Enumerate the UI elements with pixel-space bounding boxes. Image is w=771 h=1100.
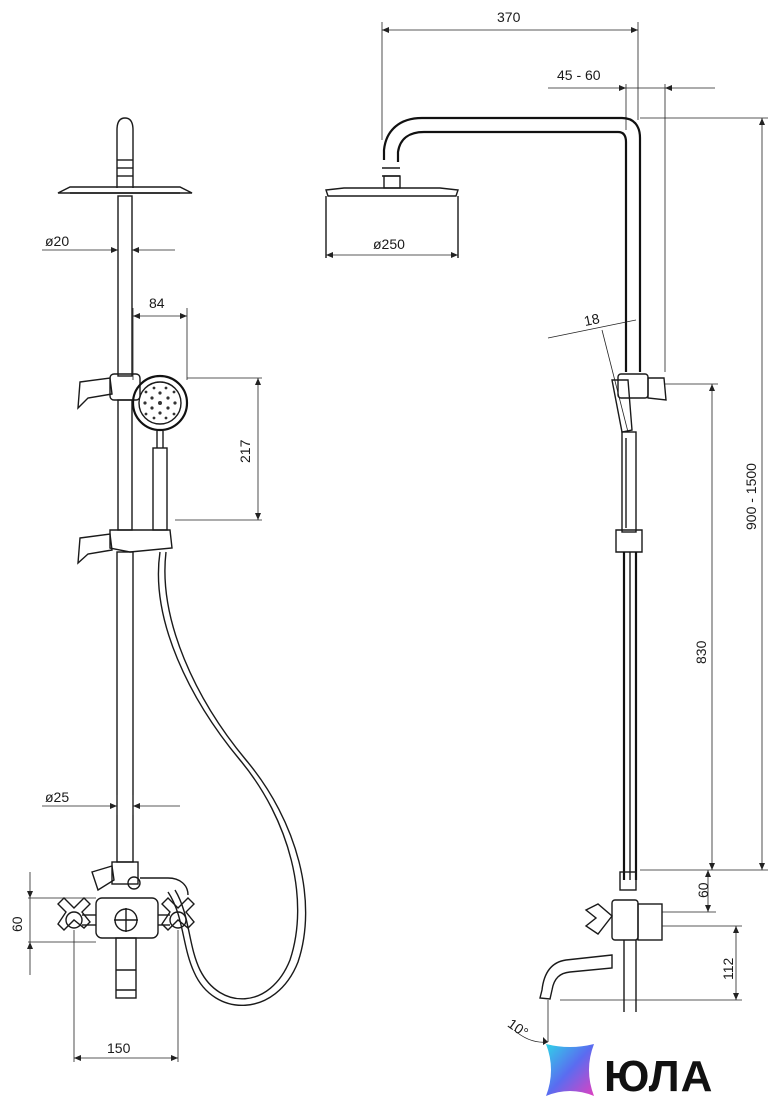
spout-front xyxy=(115,937,137,999)
hand-shower-head xyxy=(131,374,189,432)
dim-holder-spacing-label: 217 xyxy=(237,439,253,463)
side-spout xyxy=(539,954,613,1000)
upper-holder-knob xyxy=(77,377,113,410)
upper-holder xyxy=(109,373,141,401)
side-mixer-body xyxy=(611,899,639,941)
shower-hose xyxy=(157,551,299,1000)
dim-spout-angle-label: 10° xyxy=(505,1015,532,1040)
dim-mixer-height-label: 60 xyxy=(9,916,25,932)
side-hand-shower-handle xyxy=(621,431,637,533)
dim-holder-angle-label: 18 xyxy=(582,310,601,329)
top-cap xyxy=(116,117,134,188)
left-cross-handle xyxy=(57,897,96,931)
side-hand-shower-head xyxy=(611,379,633,433)
lower-holder xyxy=(109,529,173,553)
side-upper-holder xyxy=(617,373,649,399)
dim-mixer-width-label: 150 xyxy=(107,1040,131,1056)
mixer-body xyxy=(95,897,159,939)
diverter-body xyxy=(111,861,139,885)
dim-total-height-label: 900 - 1500 xyxy=(743,463,759,530)
hand-shower-handle xyxy=(152,447,168,531)
lower-holder-knob xyxy=(77,533,113,565)
hose-connector xyxy=(140,877,189,896)
brand-logo: ЮЛА xyxy=(546,1044,713,1100)
dim-reach-label: 370 xyxy=(497,9,521,25)
diverter-knob xyxy=(91,865,115,892)
logo-text: ЮЛА xyxy=(604,1052,713,1100)
side-lower-holder xyxy=(615,529,643,553)
overhead-shower-side xyxy=(325,187,459,197)
upper-pipe xyxy=(117,195,133,377)
dim-spout-height-label: 112 xyxy=(720,957,736,980)
overhead-arm-inner xyxy=(396,130,628,372)
riser-pipe xyxy=(116,551,134,863)
dim-hand-shower-label: 84 xyxy=(149,295,165,311)
side-diverter xyxy=(619,871,637,891)
dim-head-pipe-label: ø20 xyxy=(45,233,69,249)
dim-wall-offset-label: 45 - 60 xyxy=(557,67,601,83)
right-cross-handle xyxy=(158,897,195,931)
overhead-shower-front xyxy=(57,186,193,194)
dim-riser-height-label: 830 xyxy=(693,640,709,664)
side-view: 370 45 - 60 ø250 18 xyxy=(325,9,768,1045)
side-wall-plate xyxy=(637,903,663,941)
overhead-arm-outer xyxy=(382,116,642,372)
side-handle xyxy=(584,903,613,935)
front-view: ø20 84 217 xyxy=(9,117,307,1062)
dim-riser-label: ø25 xyxy=(45,789,69,805)
dim-mixer-offset-label: 60 xyxy=(695,882,711,898)
dim-overhead-label: ø250 xyxy=(373,236,405,252)
mid-pipe xyxy=(117,399,133,531)
logo-star-icon xyxy=(546,1044,594,1096)
